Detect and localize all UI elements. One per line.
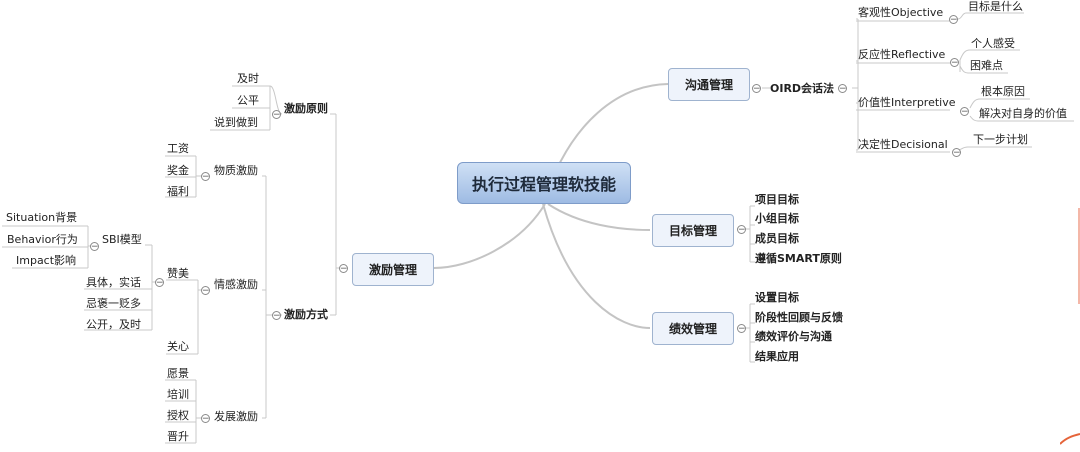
collapse-icon[interactable]: − — [155, 278, 164, 288]
collapse-icon[interactable]: − — [960, 107, 969, 117]
material-item[interactable]: 工资 — [167, 142, 189, 155]
principle-item[interactable]: 说到做到 — [214, 116, 258, 129]
collapse-icon[interactable]: − — [752, 84, 761, 94]
performance-item[interactable]: 绩效评价与沟通 — [755, 330, 832, 343]
incentive-principles[interactable]: 激励原则 — [284, 102, 328, 115]
development-incentive[interactable]: 发展激励 — [214, 410, 258, 423]
objective-child[interactable]: 目标是什么 — [968, 0, 1023, 13]
development-item[interactable]: 晋升 — [167, 430, 189, 443]
collapse-icon[interactable]: − — [950, 58, 959, 68]
development-item[interactable]: 培训 — [167, 388, 189, 401]
praise-item[interactable]: 具体，实话 — [86, 276, 141, 289]
topic-goal[interactable]: 目标管理 — [652, 214, 734, 247]
performance-item[interactable]: 设置目标 — [755, 291, 799, 304]
principle-item[interactable]: 公平 — [237, 94, 259, 107]
decisional-child[interactable]: 下一步计划 — [973, 133, 1028, 146]
incentive-methods[interactable]: 激励方式 — [284, 308, 328, 321]
edge-decoration — [1060, 208, 1080, 445]
collapse-icon[interactable]: − — [737, 225, 746, 235]
comm-item-reflective[interactable]: 反应性Reflective — [858, 48, 946, 61]
collapse-icon[interactable]: − — [952, 148, 961, 158]
goal-item[interactable]: 项目目标 — [755, 193, 799, 206]
collapse-icon[interactable]: − — [201, 414, 210, 424]
comm-item-interpretive[interactable]: 价值性Interpretive — [858, 96, 956, 109]
sbi-item[interactable]: Situation背景 — [6, 211, 78, 224]
comm-item-decisional[interactable]: 决定性Decisional — [858, 138, 948, 151]
principle-item[interactable]: 及时 — [237, 72, 259, 85]
topic-communication[interactable]: 沟通管理 — [668, 68, 750, 101]
sbi-model[interactable]: SBI模型 — [102, 233, 142, 246]
collapse-icon[interactable]: − — [339, 264, 348, 274]
emotional-incentive[interactable]: 情感激励 — [214, 278, 258, 291]
praise-item[interactable]: 公开，及时 — [86, 318, 141, 331]
collapse-icon[interactable]: − — [90, 242, 99, 252]
care-node[interactable]: 关心 — [167, 340, 189, 353]
collapse-icon[interactable]: − — [838, 84, 847, 94]
collapse-icon[interactable]: − — [201, 172, 210, 182]
goal-item[interactable]: 小组目标 — [755, 212, 799, 225]
material-item[interactable]: 福利 — [167, 185, 189, 198]
central-topic[interactable]: 执行过程管理软技能 — [457, 162, 631, 204]
goal-item[interactable]: 成员目标 — [755, 232, 799, 245]
sbi-item[interactable]: Impact影响 — [16, 254, 77, 267]
method-oird[interactable]: OIRD会话法 — [770, 82, 835, 95]
material-item[interactable]: 奖金 — [167, 164, 189, 177]
performance-item[interactable]: 阶段性回顾与反馈 — [755, 311, 843, 324]
collapse-icon[interactable]: − — [737, 324, 746, 334]
development-item[interactable]: 愿景 — [167, 367, 189, 380]
collapse-icon[interactable]: − — [949, 15, 958, 25]
collapse-icon[interactable]: − — [201, 286, 210, 296]
performance-item[interactable]: 结果应用 — [755, 350, 799, 363]
material-incentive[interactable]: 物质激励 — [214, 164, 258, 177]
reflective-child-2[interactable]: 困难点 — [970, 59, 1003, 72]
interpretive-child-2[interactable]: 解决对自身的价值 — [979, 107, 1067, 120]
collapse-icon[interactable]: − — [272, 110, 281, 120]
praise-node[interactable]: 赞美 — [167, 267, 189, 280]
praise-item[interactable]: 忌褒一贬多 — [86, 297, 141, 310]
collapse-icon[interactable]: − — [272, 311, 281, 321]
goal-item[interactable]: 遵循SMART原则 — [755, 252, 842, 265]
sbi-item[interactable]: Behavior行为 — [7, 233, 78, 246]
topic-performance[interactable]: 绩效管理 — [652, 312, 734, 345]
interpretive-child-1[interactable]: 根本原因 — [981, 85, 1025, 98]
reflective-child-1[interactable]: 个人感受 — [971, 37, 1015, 50]
comm-item-objective[interactable]: 客观性Objective — [858, 6, 944, 19]
development-item[interactable]: 授权 — [167, 409, 189, 422]
topic-incentive[interactable]: 激励管理 — [352, 253, 434, 286]
